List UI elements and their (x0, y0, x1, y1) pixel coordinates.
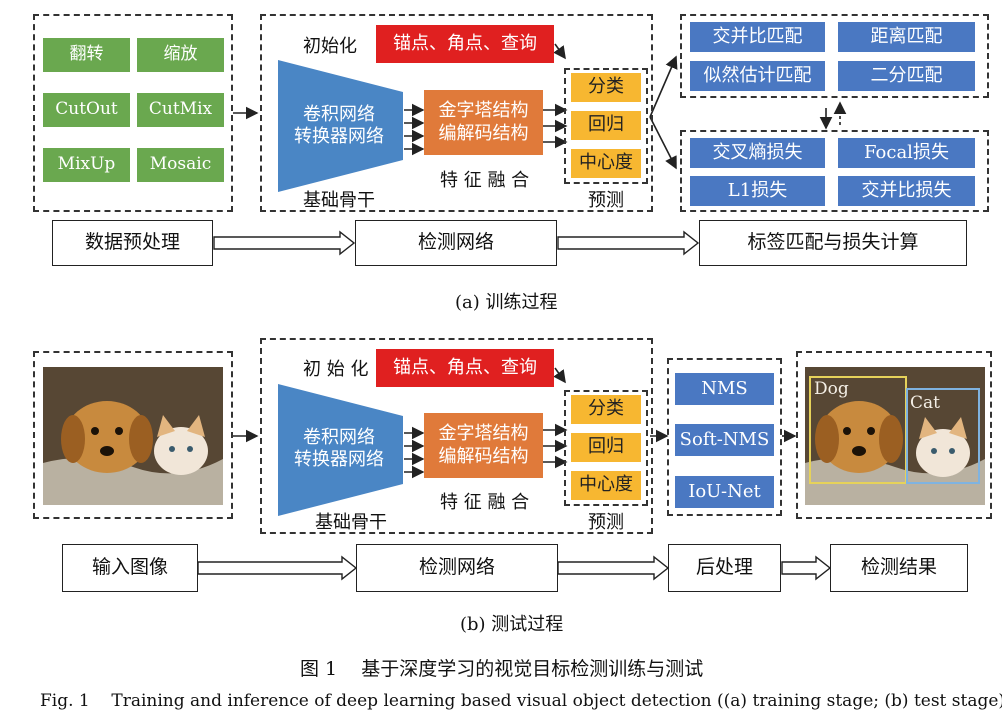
init-label-test: 初 始 化 (303, 359, 369, 380)
input-image-panel (33, 351, 233, 519)
fusion-label-train: 特 征 融 合 (440, 170, 530, 191)
aug-cutmix: CutMix (137, 93, 224, 127)
aug-scale: 缩放 (137, 38, 224, 72)
match-distance: 距离匹配 (838, 22, 975, 52)
predict-panel-train (564, 68, 648, 184)
figure-title-en: Fig. 1 Training and inference of deep le… (40, 691, 1002, 711)
post-iou-net: IoU-Net (675, 476, 774, 508)
stage-matching-loss: 标签匹配与损失计算 (699, 220, 967, 266)
figure-title-cn: 图 1 基于深度学习的视觉目标检测训练与测试 (300, 658, 704, 680)
result-photo: Dog Cat (805, 367, 985, 505)
network-panel-test (260, 338, 653, 534)
loss-l1: L1损失 (690, 176, 825, 206)
aug-flip: 翻转 (43, 38, 130, 72)
result-panel (796, 351, 992, 519)
predict-label-test: 预测 (588, 512, 624, 533)
post-nms: NMS (675, 373, 774, 405)
augmentation-panel (33, 14, 233, 212)
predict-reg-test: 回归 (571, 433, 641, 462)
fusion-box-test: 金字塔结构 编解码结构 (424, 413, 543, 478)
loss-panel (680, 130, 989, 212)
predict-cls-train: 分类 (571, 73, 641, 102)
stage-network-train: 检测网络 (355, 220, 557, 266)
backbone-text-train: 卷积网络 转换器网络 (294, 103, 384, 148)
caption-a: (a) 训练过程 (455, 292, 558, 313)
stage-result: 检测结果 (830, 544, 968, 592)
backbone-label-train: 基础骨干 (303, 190, 375, 211)
input-photo (43, 367, 223, 505)
backbone-trapezoid-train (278, 60, 403, 192)
backbone-to-fusion-arrows-test (404, 423, 568, 479)
backbone-label-test: 基础骨干 (315, 512, 387, 533)
stage-preprocess: 数据预处理 (52, 220, 213, 266)
network-panel-train (260, 14, 653, 212)
detection-label-dog: Dog (814, 379, 849, 399)
predict-cls-test: 分类 (571, 395, 641, 424)
match-bipartite: 二分匹配 (838, 61, 975, 91)
predict-reg-train: 回归 (571, 111, 641, 140)
loss-ce: 交叉熵损失 (690, 138, 825, 168)
detection-label-cat: Cat (910, 393, 940, 413)
init-label-train: 初始化 (303, 36, 357, 57)
init-box-train: 锚点、角点、查询 (376, 25, 554, 63)
dog-cat-photo-icon (43, 367, 223, 505)
backbone-text-test: 卷积网络 转换器网络 (294, 426, 384, 471)
init-box-test: 锚点、角点、查询 (376, 349, 554, 387)
predict-ctr-train: 中心度 (571, 149, 641, 178)
dog-cat-result-icon (805, 367, 985, 505)
postprocess-panel (667, 358, 782, 516)
fusion-box-train: 金字塔结构 编解码结构 (424, 90, 543, 155)
predict-label-train: 预测 (588, 190, 624, 211)
post-soft-nms: Soft-NMS (675, 424, 774, 456)
stage-postprocess: 后处理 (668, 544, 781, 592)
match-likelihood: 似然估计匹配 (690, 61, 825, 91)
stage-network-test: 检测网络 (356, 544, 558, 592)
fusion-label-test: 特 征 融 合 (440, 492, 530, 513)
backbone-to-fusion-arrows-train (404, 103, 568, 156)
loss-focal: Focal损失 (838, 138, 975, 168)
aug-mosaic: Mosaic (137, 148, 224, 182)
stage-input-image: 输入图像 (62, 544, 198, 592)
aug-cutout: CutOut (43, 93, 130, 127)
predict-ctr-test: 中心度 (571, 471, 641, 500)
match-iou: 交并比匹配 (690, 22, 825, 52)
predict-panel-test (564, 390, 648, 506)
loss-iou: 交并比损失 (838, 176, 975, 206)
matching-panel (680, 14, 989, 98)
caption-b: (b) 测试过程 (460, 614, 564, 635)
aug-mixup: MixUp (43, 148, 130, 182)
backbone-trapezoid-test (278, 384, 403, 516)
